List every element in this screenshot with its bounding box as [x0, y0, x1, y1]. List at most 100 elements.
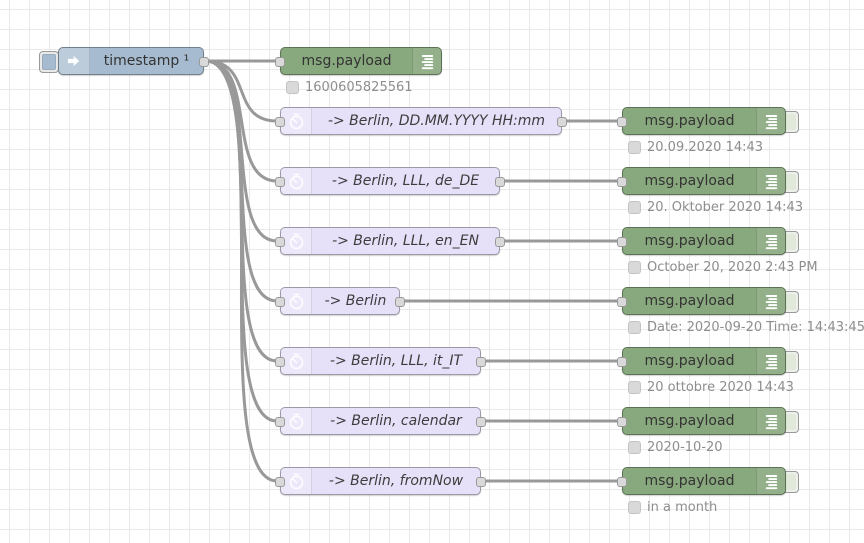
status-badge-icon — [628, 321, 641, 334]
moment-output-port[interactable] — [476, 477, 486, 487]
status-text: Date: 2020-09-20 Time: 14:43:45 — [647, 320, 864, 335]
moment-node-label: -> Berlin, LLL, de_DE — [331, 173, 480, 189]
timer-icon — [281, 228, 312, 254]
node-status: Date: 2020-09-20 Time: 14:43:45 — [628, 320, 864, 335]
moment-input-port[interactable] — [275, 117, 285, 127]
moment-format-node[interactable]: -> Berlin, DD.MM.YYYY HH:mm — [275, 107, 567, 135]
timer-icon — [281, 408, 312, 434]
timer-icon — [281, 468, 312, 494]
debug-node[interactable]: msg.payload — [617, 107, 799, 135]
status-text: 2020-10-20 — [647, 440, 723, 455]
status-text: 20. Oktober 2020 14:43 — [647, 200, 804, 215]
debug-list-icon — [756, 288, 785, 314]
wire[interactable] — [204, 59, 279, 483]
node-status: 20.09.2020 14:43 — [628, 140, 763, 155]
debug-node-label: msg.payload — [644, 113, 735, 129]
debug-node[interactable]: msg.payload — [617, 407, 799, 435]
debug-list-icon — [412, 48, 441, 74]
moment-format-node[interactable]: -> Berlin, fromNow — [275, 467, 486, 495]
status-text: in a month — [647, 500, 718, 515]
debug-node[interactable]: msg.payload — [617, 347, 799, 375]
inject-arrow-icon — [59, 48, 90, 74]
timer-icon — [281, 348, 312, 374]
node-status: 1600605825561 — [286, 80, 413, 95]
node-status: 2020-10-20 — [628, 440, 723, 455]
debug-list-icon — [756, 168, 785, 194]
debug-input-port[interactable] — [617, 477, 627, 487]
status-badge-icon — [628, 201, 641, 214]
moment-format-node[interactable]: -> Berlin — [275, 287, 405, 315]
debug-input-port[interactable] — [617, 357, 627, 367]
node-status: in a month — [628, 500, 717, 515]
moment-node-label: -> Berlin — [324, 293, 387, 309]
inject-button[interactable] — [39, 51, 59, 73]
debug-list-icon — [756, 468, 785, 494]
moment-output-port[interactable] — [395, 297, 405, 307]
debug-list-icon — [756, 348, 785, 374]
status-badge-icon — [628, 501, 641, 514]
debug-node-label: msg.payload — [644, 233, 735, 249]
debug-toggle-fill — [784, 414, 796, 430]
inject-node[interactable]: timestamp ¹ — [39, 47, 209, 75]
timer-icon — [281, 288, 312, 314]
debug-input-port[interactable] — [275, 57, 285, 67]
moment-node-label: -> Berlin, calendar — [330, 413, 462, 429]
timer-icon — [281, 168, 312, 194]
debug-node-label: msg.payload — [644, 173, 735, 189]
moment-format-node[interactable]: -> Berlin, LLL, en_EN — [275, 227, 505, 255]
node-status: 20 ottobre 2020 14:43 — [628, 380, 794, 395]
moment-output-port[interactable] — [495, 237, 505, 247]
moment-node-label: -> Berlin, DD.MM.YYYY HH:mm — [327, 113, 546, 129]
debug-node[interactable]: msg.payload — [617, 467, 799, 495]
status-badge-icon — [628, 441, 641, 454]
debug-toggle-fill — [784, 234, 796, 250]
inject-button-fill — [42, 54, 56, 70]
moment-input-port[interactable] — [275, 477, 285, 487]
debug-input-port[interactable] — [617, 177, 627, 187]
moment-input-port[interactable] — [275, 237, 285, 247]
debug-node[interactable]: msg.payload — [617, 287, 799, 315]
debug-node-label: msg.payload — [644, 413, 735, 429]
status-badge-icon — [286, 81, 299, 94]
moment-node-label: -> Berlin, fromNow — [328, 473, 464, 489]
moment-format-node[interactable]: -> Berlin, LLL, it_IT — [275, 347, 486, 375]
inject-output-port[interactable] — [199, 57, 209, 67]
status-text: October 20, 2020 2:43 PM — [647, 260, 818, 275]
moment-input-port[interactable] — [275, 357, 285, 367]
status-badge-icon — [628, 381, 641, 394]
debug-node-label: msg.payload — [644, 293, 735, 309]
debug-input-port[interactable] — [617, 117, 627, 127]
moment-output-port[interactable] — [476, 417, 486, 427]
moment-input-port[interactable] — [275, 417, 285, 427]
debug-toggle-fill — [784, 174, 796, 190]
debug-toggle-fill — [784, 474, 796, 490]
debug-list-icon — [756, 408, 785, 434]
moment-output-port[interactable] — [495, 177, 505, 187]
moment-format-node[interactable]: -> Berlin, LLL, de_DE — [275, 167, 505, 195]
moment-input-port[interactable] — [275, 297, 285, 307]
debug-input-port[interactable] — [617, 417, 627, 427]
debug-node-top[interactable]: msg.payload — [275, 47, 442, 75]
moment-node-label: -> Berlin, LLL, en_EN — [332, 233, 479, 249]
moment-output-port[interactable] — [557, 117, 567, 127]
node-status: 20. Oktober 2020 14:43 — [628, 200, 803, 215]
moment-output-port[interactable] — [476, 357, 486, 367]
debug-input-port[interactable] — [617, 297, 627, 307]
moment-input-port[interactable] — [275, 177, 285, 187]
debug-node[interactable]: msg.payload — [617, 167, 799, 195]
debug-toggle-fill — [784, 294, 796, 310]
debug-node-label: msg.payload — [644, 353, 735, 369]
moment-format-node[interactable]: -> Berlin, calendar — [275, 407, 486, 435]
moment-node-label: -> Berlin, LLL, it_IT — [329, 353, 463, 369]
debug-list-icon — [756, 108, 785, 134]
debug-node[interactable]: msg.payload — [617, 227, 799, 255]
status-text: 20.09.2020 14:43 — [647, 140, 764, 155]
inject-node-label: timestamp ¹ — [103, 53, 190, 69]
debug-toggle-fill — [784, 354, 796, 370]
debug-input-port[interactable] — [617, 237, 627, 247]
status-badge-icon — [628, 141, 641, 154]
debug-toggle-fill — [784, 114, 796, 130]
node-status: October 20, 2020 2:43 PM — [628, 260, 818, 275]
